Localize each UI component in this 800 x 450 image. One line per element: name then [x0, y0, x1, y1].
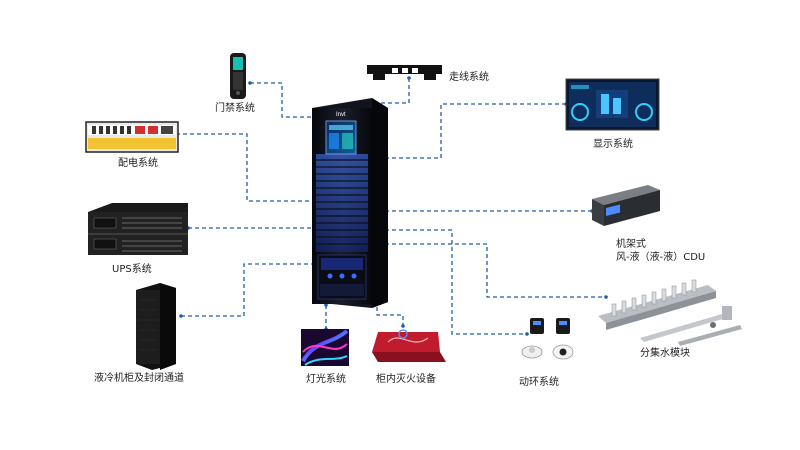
label-ups: UPS系统: [112, 264, 152, 275]
led-lighting-icon: [301, 329, 349, 366]
central-cabinet: Invt: [312, 98, 388, 308]
rack-cdu-icon: [592, 185, 660, 226]
connector-endpoint-dot: [248, 81, 252, 85]
label-liquid-cabinet: 液冷机柜及封闭通道: [94, 373, 184, 384]
connector-endpoint-dot: [604, 295, 608, 299]
label-env-monitor: 动环系统: [519, 377, 559, 388]
ups-unit-icon: [88, 203, 188, 255]
liquid-cooling-cabinet-icon: [136, 283, 176, 370]
cabinet-glow-strip: [316, 154, 368, 252]
connector-endpoint-dot: [407, 76, 411, 80]
connector-endpoint-dot: [179, 314, 183, 318]
access-control-device-icon: [230, 53, 246, 99]
cable-tray-icon: [367, 65, 442, 80]
env-monitoring-sensors-icon: [521, 318, 574, 360]
cabinet-brand-mark: Invt: [336, 112, 346, 118]
fire-suppression-device-icon: [372, 329, 446, 362]
connector-fire: [376, 300, 404, 326]
connector-lines: [176, 78, 606, 335]
power-distribution-panel-icon: [85, 121, 179, 153]
label-lighting: 灯光系统: [306, 374, 346, 385]
label-access-control: 门禁系统: [215, 103, 255, 114]
connector-display: [385, 103, 566, 159]
label-manifold: 分集水模块: [640, 348, 690, 359]
label-power-distribution: 配电系统: [118, 158, 158, 169]
label-cabling: 走线系统: [449, 72, 489, 83]
connector-access-control: [250, 82, 316, 118]
label-display: 显示系统: [593, 139, 633, 150]
connector-env-monitor: [371, 229, 527, 335]
connector-power: [176, 133, 316, 202]
connector-manifold: [385, 243, 606, 298]
connector-liquid-cabinet: [181, 263, 316, 317]
label-cdu-line1: 机架式: [616, 239, 646, 250]
connector-endpoint-dot: [525, 332, 529, 336]
display-monitor-icon: [565, 78, 660, 131]
connector-endpoint-dot: [401, 324, 405, 328]
water-manifold-module-icon: [598, 279, 742, 346]
label-fire-suppression: 柜内灭火设备: [376, 374, 436, 385]
connector-endpoint-dot: [324, 303, 328, 307]
label-cdu-line2: 风-液（液-液）CDU: [616, 252, 706, 263]
